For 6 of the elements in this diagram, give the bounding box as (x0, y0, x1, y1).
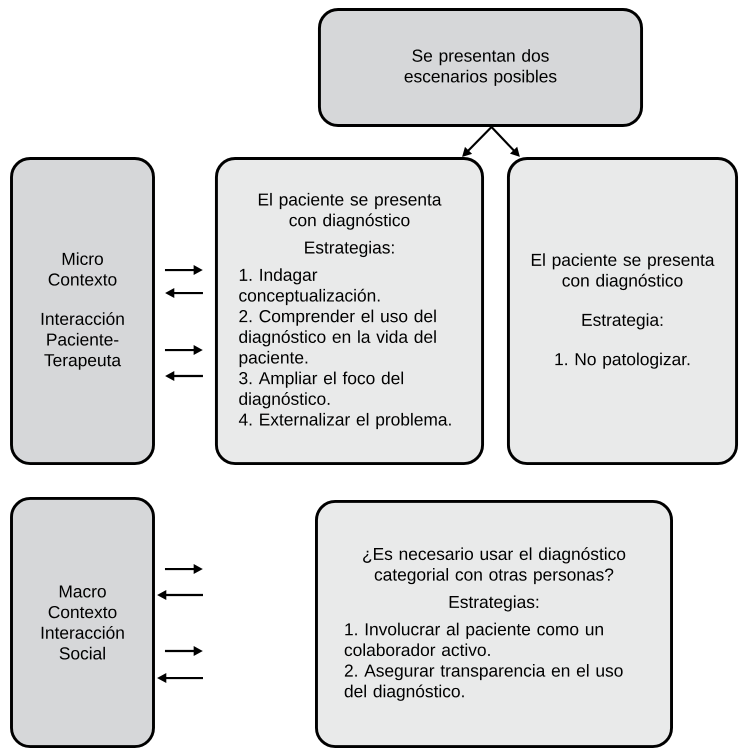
process-box: Macro Contexto Interacción Social (10, 496, 155, 748)
process-box: Se presentan dos escenarios posibles (318, 8, 644, 127)
process-box: Micro Contexto Interacción Paciente-Terapeuta (10, 157, 155, 465)
process-box: ¿Es necesario usar el diagnóstico categorial con otras personas? Estrategias: 1. Involucrar al paciente como un colaborador activo. 2. Asegurar transparencia en el uso del diagnóstico. (315, 500, 673, 748)
process-box: El paciente se presenta con diagnóstico Estrategia: 1. No patologizar. (506, 157, 738, 465)
process-box: El paciente se presenta con diagnóstico Estrategias: 1. Indagar conceptualización. 2. Comprender el uso del diagnóstico en la vida del paciente. 3. Ampliar el foco del diagnóstico. 4. Externalizar el problema. (214, 157, 484, 465)
